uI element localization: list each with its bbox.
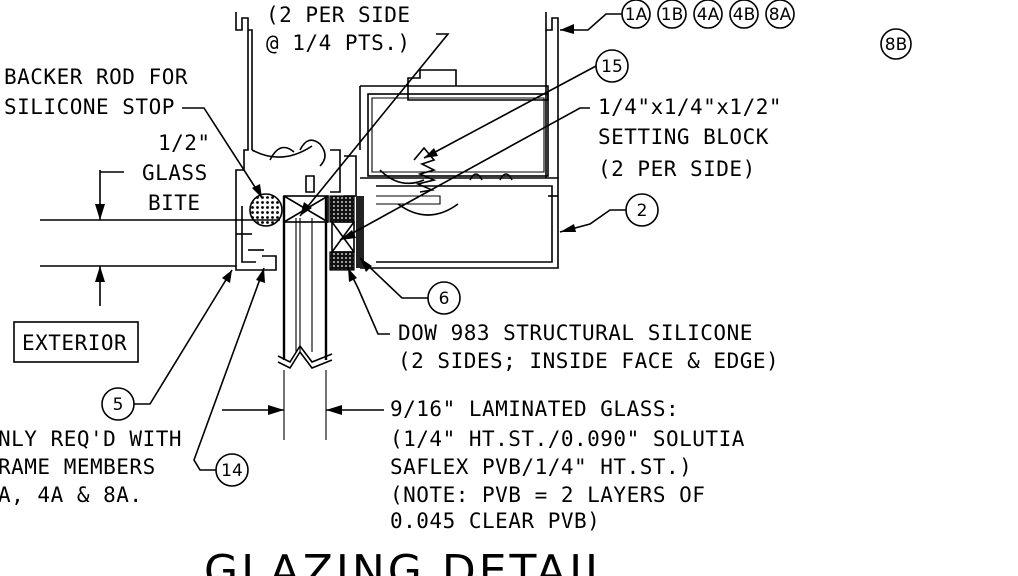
only-reqd-line3: A, 4A & 8A. [0, 483, 143, 507]
tag-1a: 1A [621, 0, 651, 29]
glass-note-line5: 0.045 CLEAR PVB) [390, 509, 600, 533]
callout-tags: 1A 1B 4A 4B 8A 8B 15 2 [101, 0, 912, 487]
svg-text:4A: 4A [697, 5, 720, 25]
setting-block-line1: 1/4"x1/4"x1/2" [598, 95, 782, 119]
svg-text:5: 5 [113, 395, 124, 415]
glass-bite-line3: BITE [148, 191, 201, 215]
drawing-title: GLAZING DETAIL [204, 546, 613, 576]
tag-6: 6 [427, 281, 461, 315]
per-side-note-line2: @ 1/4 PTS.) [266, 31, 411, 55]
tag-5: 5 [101, 387, 135, 421]
tag-1b: 1B [657, 0, 687, 29]
sealants [249, 146, 459, 271]
backer-rod-note-line1: BACKER ROD FOR [4, 65, 188, 89]
tag-8a: 8A [765, 0, 795, 29]
only-reqd-line1: NLY REQ'D WITH [0, 427, 182, 451]
tag-4b: 4B [729, 0, 759, 29]
silicone-note-line2: (2 SIDES; INSIDE FACE & EDGE) [398, 349, 779, 373]
notes: (2 PER SIDE @ 1/4 PTS.) BACKER ROD FOR S… [0, 3, 782, 533]
exterior-label: EXTERIOR [22, 331, 127, 355]
svg-text:14: 14 [221, 461, 243, 481]
glass-bite-dimension [40, 170, 280, 306]
svg-text:2: 2 [637, 201, 648, 221]
svg-text:1A: 1A [625, 5, 648, 25]
silicone-note-line1: DOW 983 STRUCTURAL SILICONE [398, 321, 753, 345]
structural-silicone-bottom [329, 251, 355, 271]
setting-block-line2: SETTING BLOCK [598, 125, 769, 149]
svg-text:6: 6 [439, 289, 450, 309]
backer-rod [249, 193, 283, 227]
only-reqd-line2: RAME MEMBERS [0, 455, 156, 479]
glass-note-line4: (NOTE: PVB = 2 LAYERS OF [390, 483, 705, 507]
glass-note-line2: (1/4" HT.ST./0.090" SOLUTIA [390, 427, 745, 451]
tag-2: 2 [625, 193, 659, 227]
svg-text:15: 15 [601, 57, 623, 77]
laminated-glass [277, 195, 355, 370]
tag-8b: 8B [880, 28, 912, 60]
structural-silicone-top [329, 195, 355, 223]
svg-text:8B: 8B [885, 35, 907, 55]
exterior-box [13, 321, 139, 363]
svg-text:8A: 8A [769, 5, 792, 25]
leader-lines [134, 13, 626, 471]
svg-text:1B: 1B [661, 5, 683, 25]
setting-block-line3: (2 PER SIDE) [598, 157, 756, 181]
glass-bite-line2: GLASS [142, 161, 208, 185]
per-side-note-line1: (2 PER SIDE [266, 3, 411, 27]
glass-bite-line1: 1/2" [158, 131, 211, 155]
glass-note-line1: 9/16" LAMINATED GLASS: [390, 397, 679, 421]
backer-rod-note-line2: SILICONE STOP [4, 95, 175, 119]
glass-thickness-dimension [222, 370, 384, 440]
tag-4a: 4A [693, 0, 723, 29]
tag-14: 14 [215, 453, 249, 487]
spacer-tape [356, 196, 364, 268]
svg-text:4B: 4B [733, 5, 755, 25]
glass-note-line3: SAFLEX PVB/1/4" HT.ST.) [390, 455, 692, 479]
tag-15: 15 [595, 49, 629, 83]
